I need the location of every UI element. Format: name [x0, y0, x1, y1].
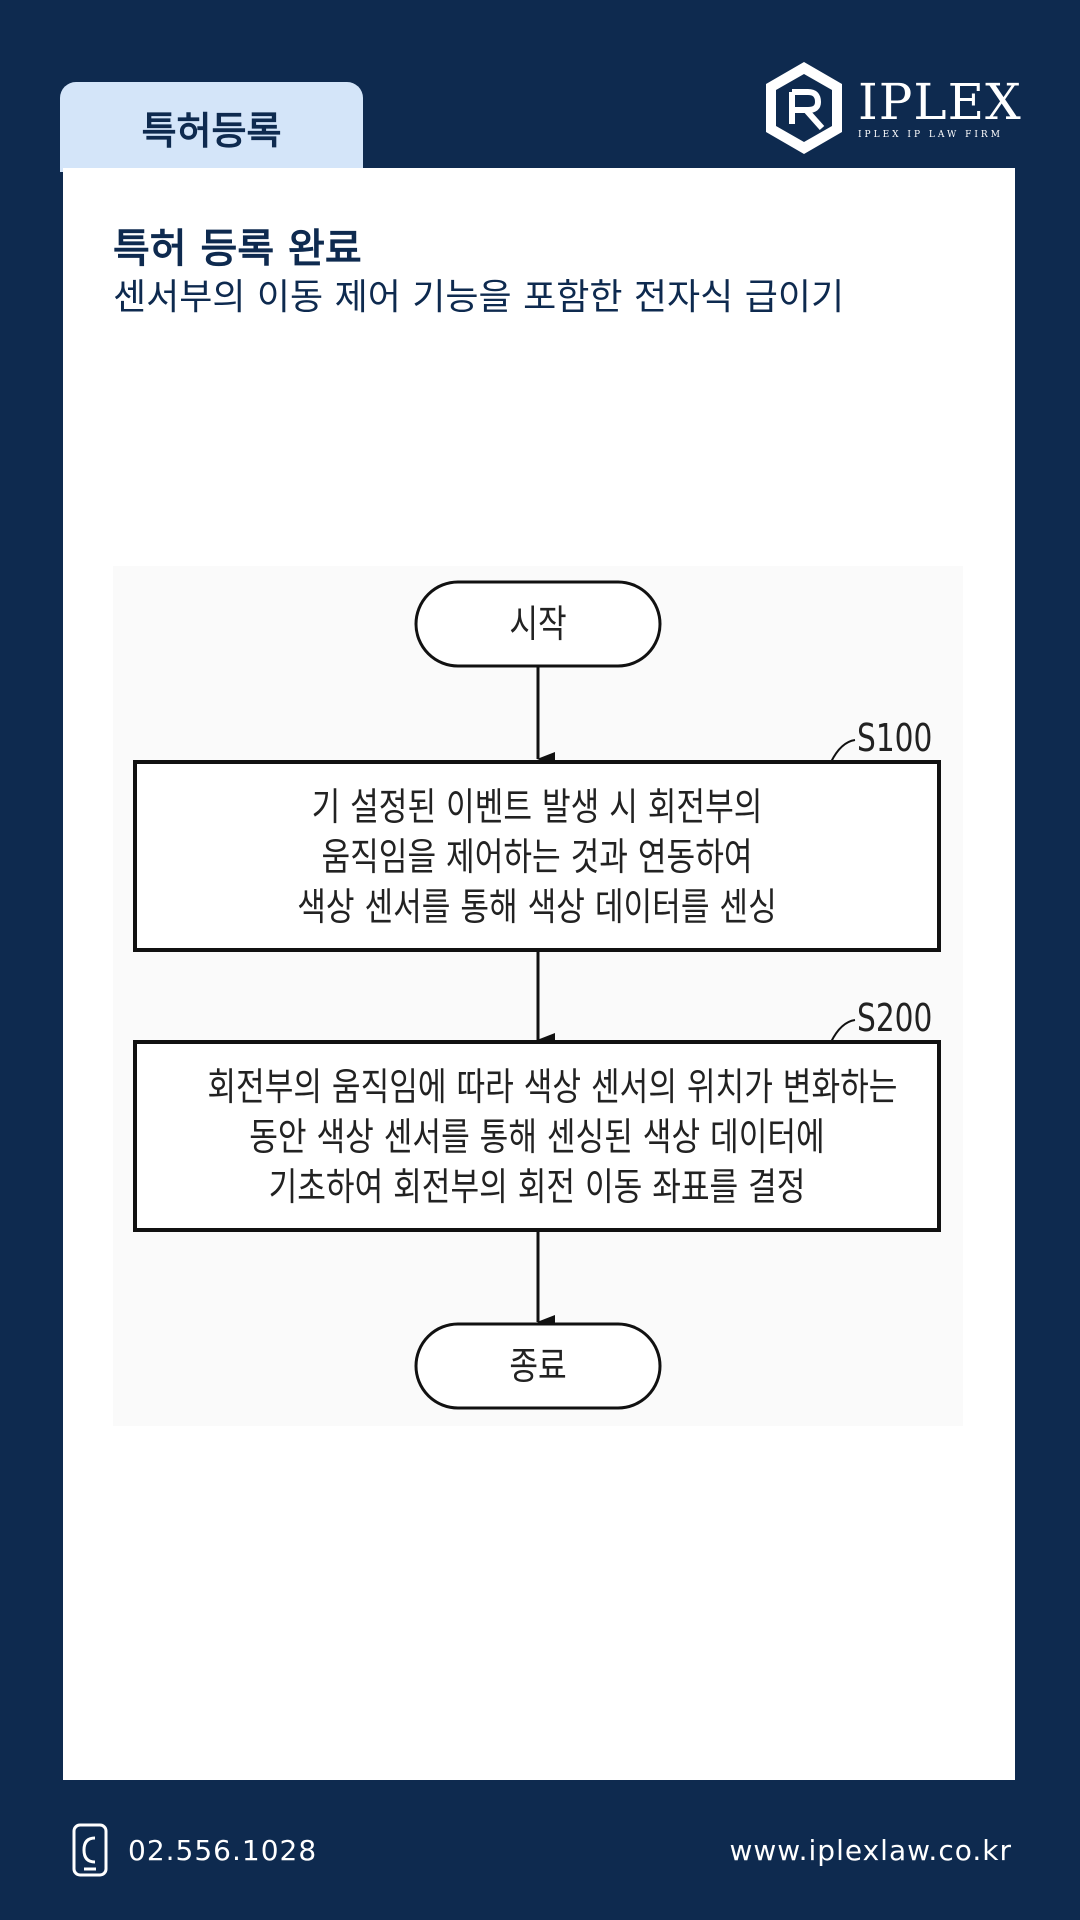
- step-id-s100: S100: [857, 716, 933, 760]
- leader-s100: [830, 739, 856, 763]
- step-id-s200: S200: [857, 996, 933, 1040]
- logo-name: IPLEX: [858, 73, 1022, 131]
- footer-phone[interactable]: 02.556.1028: [72, 1822, 317, 1878]
- end-label: 종료: [509, 1344, 567, 1388]
- leader-s200: [830, 1019, 856, 1043]
- step-text-s200: 회전부의 움직임에 따라 색상 센서의 위치가 변화하는 동안 색상 센서를 통…: [207, 1062, 898, 1212]
- end-terminal: [414, 1322, 662, 1410]
- category-tab-label: 특허등록: [141, 108, 282, 153]
- flowchart-graphics: [133, 580, 941, 1410]
- phone-icon: [72, 1823, 108, 1877]
- step-s100-line-2: 움직임을 제어하는 것과 연동하여: [321, 835, 753, 879]
- patent-title: 센서부의 이동 제어 기능을 포함한 전자식 급이기: [113, 277, 845, 318]
- page-title: 특허 등록 완료: [113, 226, 362, 272]
- step-text-s100: 기 설정된 이벤트 발생 시 회전부의 움직임을 제어하는 것과 연동하여 색상…: [207, 782, 866, 932]
- step-box-s200: [133, 1040, 941, 1232]
- step-s100-line-1: 기 설정된 이벤트 발생 시 회전부의: [311, 785, 763, 829]
- website-link[interactable]: www.iplexlaw.co.kr: [729, 1833, 1012, 1867]
- step-box-s100: [133, 760, 941, 952]
- iplex-hexagon-logo-icon: [766, 62, 842, 154]
- step-s200-line-1: 회전부의 움직임에 따라 색상 센서의 위치가 변화하는: [207, 1065, 898, 1109]
- firm-logo: IPLEX IPLEX IP LAW FIRM: [762, 58, 1021, 158]
- category-tab[interactable]: 특허등록: [60, 82, 363, 172]
- logo-tagline: IPLEX IP LAW FIRM: [858, 130, 1003, 140]
- patent-flowchart: 시작 S100 기 설정된 이벤트 발생 시 회전부의 움직임을 제어하는 것과…: [113, 566, 963, 1426]
- content-card: 특허 등록 완료 센서부의 이동 제어 기능을 포함한 전자식 급이기 시작: [63, 168, 1015, 1780]
- step-s100-line-3: 색상 센서를 통해 색상 데이터를 센싱: [297, 885, 777, 929]
- phone-number: 02.556.1028: [128, 1833, 318, 1867]
- start-label: 시작: [509, 602, 567, 646]
- step-s200-line-2: 동안 색상 센서를 통해 센싱된 색상 데이터에: [249, 1115, 825, 1159]
- step-s200-line-3: 기초하여 회전부의 회전 이동 좌표를 결정: [268, 1165, 806, 1209]
